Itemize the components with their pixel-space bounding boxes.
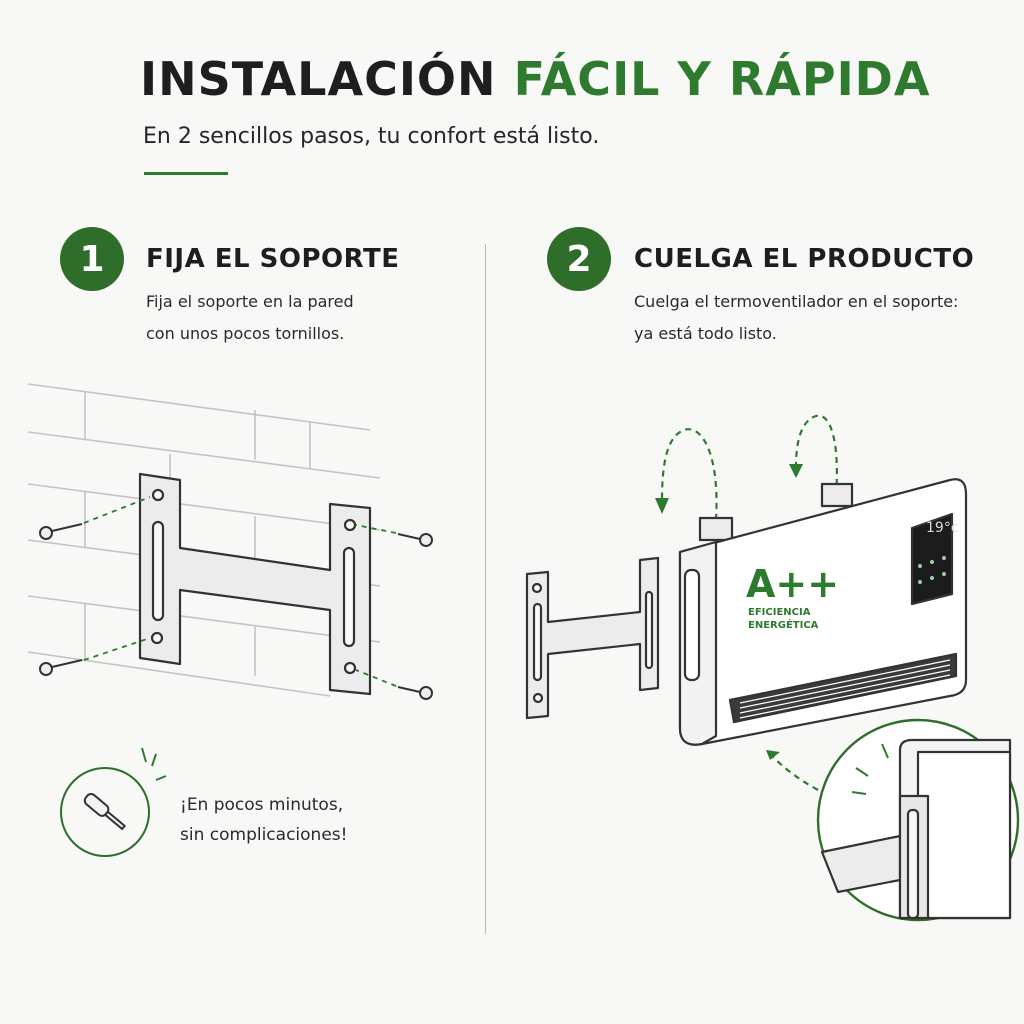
detail-zoom-illustration	[816, 718, 1020, 922]
step-2-title: CUELGA EL PRODUCTO	[634, 244, 975, 274]
step-1-desc-line-2: con unos pocos tornillos.	[146, 324, 345, 343]
screwdriver-icon	[60, 747, 167, 857]
screw-icon	[39, 523, 83, 540]
step-1-title: FIJA EL SOPORTE	[146, 244, 400, 274]
wall-bracket-step-2	[525, 556, 660, 720]
arrow-heads	[655, 464, 803, 760]
screw-icon	[397, 686, 433, 700]
heater-display-temp: 19°c	[926, 520, 959, 536]
step-1-description: Fija el soporte en la pared con unos poc…	[146, 286, 354, 350]
wall-bracket-step-1	[138, 472, 372, 696]
tip-line-2: sin complicaciones!	[180, 825, 348, 845]
hanging-arrows	[660, 414, 838, 791]
tip-message: ¡En pocos minutos, sin complicaciones!	[180, 790, 347, 850]
screw-icon	[397, 533, 433, 547]
title-underline	[144, 172, 228, 175]
title-main: INSTALACIÓN	[140, 52, 497, 106]
step-1-badge: 1	[60, 227, 124, 291]
screw-icon	[39, 659, 83, 676]
page-title: INSTALACIÓN FÁCIL Y RÁPIDA	[140, 52, 930, 106]
tip-line-1: ¡En pocos minutos,	[180, 795, 344, 815]
energy-label-line-2: ENERGÉTICA	[748, 620, 819, 631]
brick-wall-illustration	[27, 383, 381, 697]
step-2-desc-line-2: ya está todo listo.	[634, 324, 777, 343]
step-2-desc-line-1: Cuelga el termoventilador en el soporte:	[634, 292, 959, 311]
title-accent: FÁCIL Y RÁPIDA	[513, 52, 931, 106]
column-divider	[485, 244, 486, 934]
step-2-description: Cuelga el termoventilador en el soporte:…	[634, 286, 958, 350]
screw-icons	[39, 523, 433, 700]
heater-illustration	[678, 478, 968, 746]
page-subtitle: En 2 sencillos pasos, tu confort está li…	[143, 124, 600, 149]
energy-label-line-1: EFICIENCIA	[748, 607, 811, 618]
step-1-desc-line-1: Fija el soporte en la pared	[146, 292, 354, 311]
screw-guide-lines	[83, 496, 397, 687]
step-2-badge: 2	[547, 227, 611, 291]
energy-rating: A++	[746, 562, 840, 606]
display-buttons	[918, 556, 946, 584]
